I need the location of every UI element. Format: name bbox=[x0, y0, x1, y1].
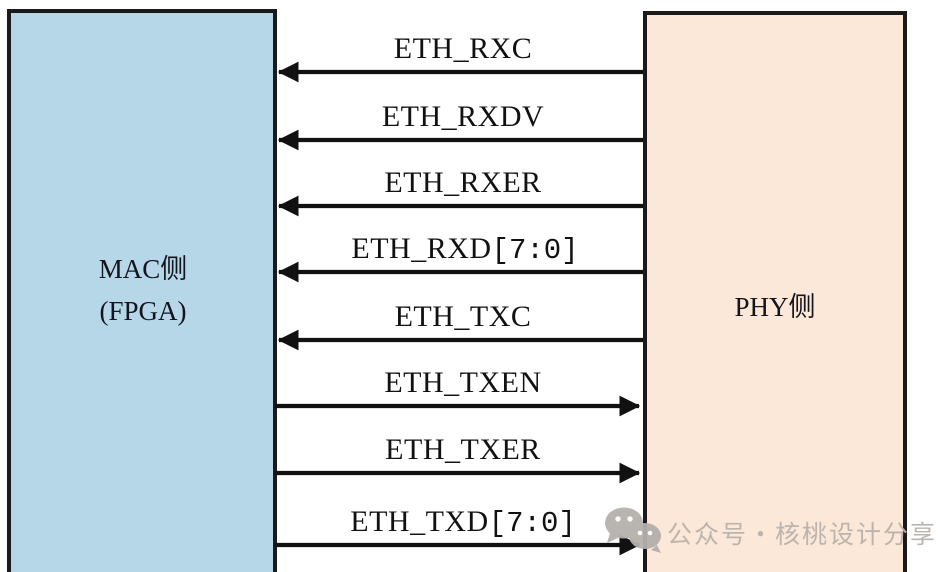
signal-label-eth-rxc: ETH_RXC bbox=[394, 32, 533, 65]
signal-label-base: ETH_TXEN bbox=[384, 366, 541, 399]
signal-label-eth-txer: ETH_TXER bbox=[385, 433, 541, 466]
signal-arrow-eth-rxd: ETH_RXD[7:0] bbox=[277, 232, 643, 283]
phy-block: PHY侧 bbox=[643, 11, 907, 572]
phy-block-rect bbox=[643, 11, 907, 572]
signal-label-base: ETH_RXDV bbox=[382, 100, 544, 133]
signal-label-base: ETH_RXER bbox=[384, 166, 541, 199]
signal-label-eth-txen: ETH_TXEN bbox=[384, 366, 541, 399]
signal-label-eth-rxd: ETH_RXD[7:0] bbox=[351, 232, 578, 267]
signal-label-base: ETH_RXC bbox=[394, 32, 533, 65]
signal-arrow-eth-rxer: ETH_RXER bbox=[277, 166, 643, 217]
watermark: 公众号・核桃设计分享 bbox=[605, 507, 937, 553]
mac-block-label-line2: (FPGA) bbox=[99, 296, 186, 326]
signal-arrow-eth-rxc: ETH_RXC bbox=[277, 32, 643, 83]
signal-label-eth-rxer: ETH_RXER bbox=[384, 166, 541, 199]
signal-label-base: ETH_RXD bbox=[351, 232, 491, 265]
mac-block-rect bbox=[7, 9, 277, 572]
signal-label-eth-txc: ETH_TXC bbox=[395, 300, 532, 333]
signal-label-base: ETH_TXER bbox=[385, 433, 541, 466]
signal-arrow-eth-txer: ETH_TXER bbox=[275, 433, 641, 484]
signal-arrow-eth-txd: ETH_TXD[7:0] bbox=[275, 505, 641, 556]
wechat-icon bbox=[605, 507, 661, 553]
mac-block-label-line1: MAC侧 bbox=[99, 254, 188, 284]
signal-arrow-eth-rxdv: ETH_RXDV bbox=[277, 100, 643, 151]
signal-arrow-eth-txc: ETH_TXC bbox=[277, 300, 643, 351]
signal-label-eth-rxdv: ETH_RXDV bbox=[382, 100, 544, 133]
signal-arrow-eth-txen: ETH_TXEN bbox=[275, 366, 641, 417]
signal-label-bus: [7:0] bbox=[489, 507, 576, 540]
phy-block-label-line1: PHY侧 bbox=[734, 292, 815, 322]
signal-label-base: ETH_TXC bbox=[395, 300, 532, 333]
signal-label-eth-txd: ETH_TXD[7:0] bbox=[350, 505, 576, 540]
signal-label-base: ETH_TXD bbox=[350, 505, 488, 538]
watermark-text: 公众号・核桃设计分享 bbox=[667, 520, 937, 549]
mac-block: MAC侧 (FPGA) bbox=[7, 9, 277, 572]
signal-label-bus: [7:0] bbox=[492, 234, 579, 267]
